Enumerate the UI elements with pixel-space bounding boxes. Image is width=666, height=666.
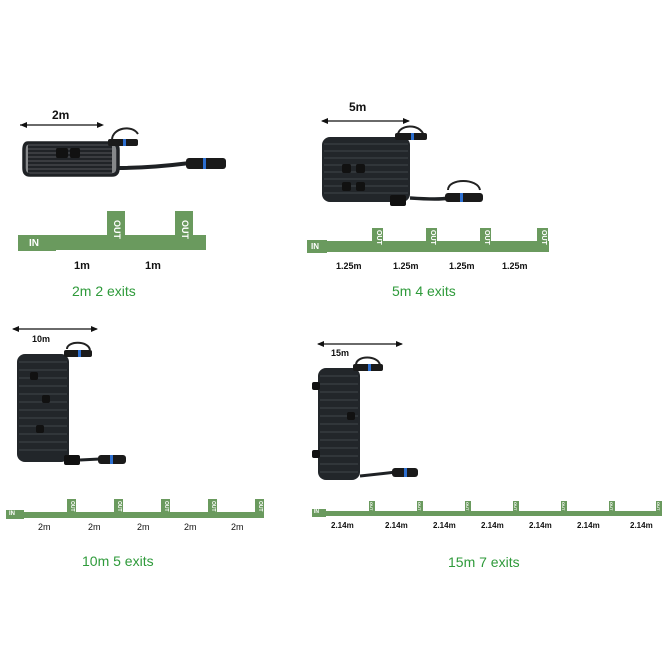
out-label: OUT [656, 502, 661, 511]
out-label: OUT [369, 502, 374, 511]
segment-length: 2m [184, 522, 197, 532]
in-label: IN [311, 242, 319, 251]
segment-length: 1m [145, 260, 161, 272]
strip-diagram [18, 211, 206, 251]
segment-length: 2m [231, 522, 244, 532]
segment-length: 2.14m [433, 521, 456, 530]
segment-length: 2.14m [331, 521, 354, 530]
out-label: OUT [465, 502, 470, 511]
caption: 2m 2 exits [72, 283, 136, 299]
length-label: 10m [32, 334, 51, 344]
out-label: OUT [561, 502, 566, 511]
length-arrow [317, 341, 403, 347]
segment-length: 1m [74, 260, 90, 272]
segment-length: 1.25m [449, 261, 475, 271]
length-label: 2m [52, 108, 70, 122]
length-label: 15m [331, 348, 350, 358]
strip-diagram [312, 501, 662, 517]
in-label: IN [314, 509, 319, 515]
out-label: OUT [609, 502, 614, 511]
segment-length: 2.14m [577, 521, 600, 530]
segment-length: 2.14m [481, 521, 504, 530]
segment-length: 2m [38, 522, 51, 532]
caption: 5m 4 exits [392, 283, 456, 299]
segment-length: 2m [88, 522, 101, 532]
segment-length: 1.25m [336, 261, 362, 271]
in-label: IN [29, 238, 39, 249]
in-label: IN [9, 511, 15, 517]
length-arrow [321, 118, 410, 124]
length-arrow [12, 326, 98, 332]
caption: 15m 7 exits [448, 554, 520, 570]
segment-length: 1.25m [393, 261, 419, 271]
strip-diagram [307, 228, 549, 253]
out-label: OUT [513, 502, 518, 511]
length-arrow [20, 122, 104, 128]
segment-length: 1.25m [502, 261, 528, 271]
segment-length: 2.14m [529, 521, 552, 530]
segment-length: 2.14m [385, 521, 408, 530]
segment-length: 2.14m [630, 521, 653, 530]
out-label: OUT [417, 502, 422, 511]
strip-diagram [6, 499, 264, 519]
caption: 10m 5 exits [82, 553, 154, 569]
segment-length: 2m [137, 522, 150, 532]
length-label: 5m [349, 100, 367, 114]
